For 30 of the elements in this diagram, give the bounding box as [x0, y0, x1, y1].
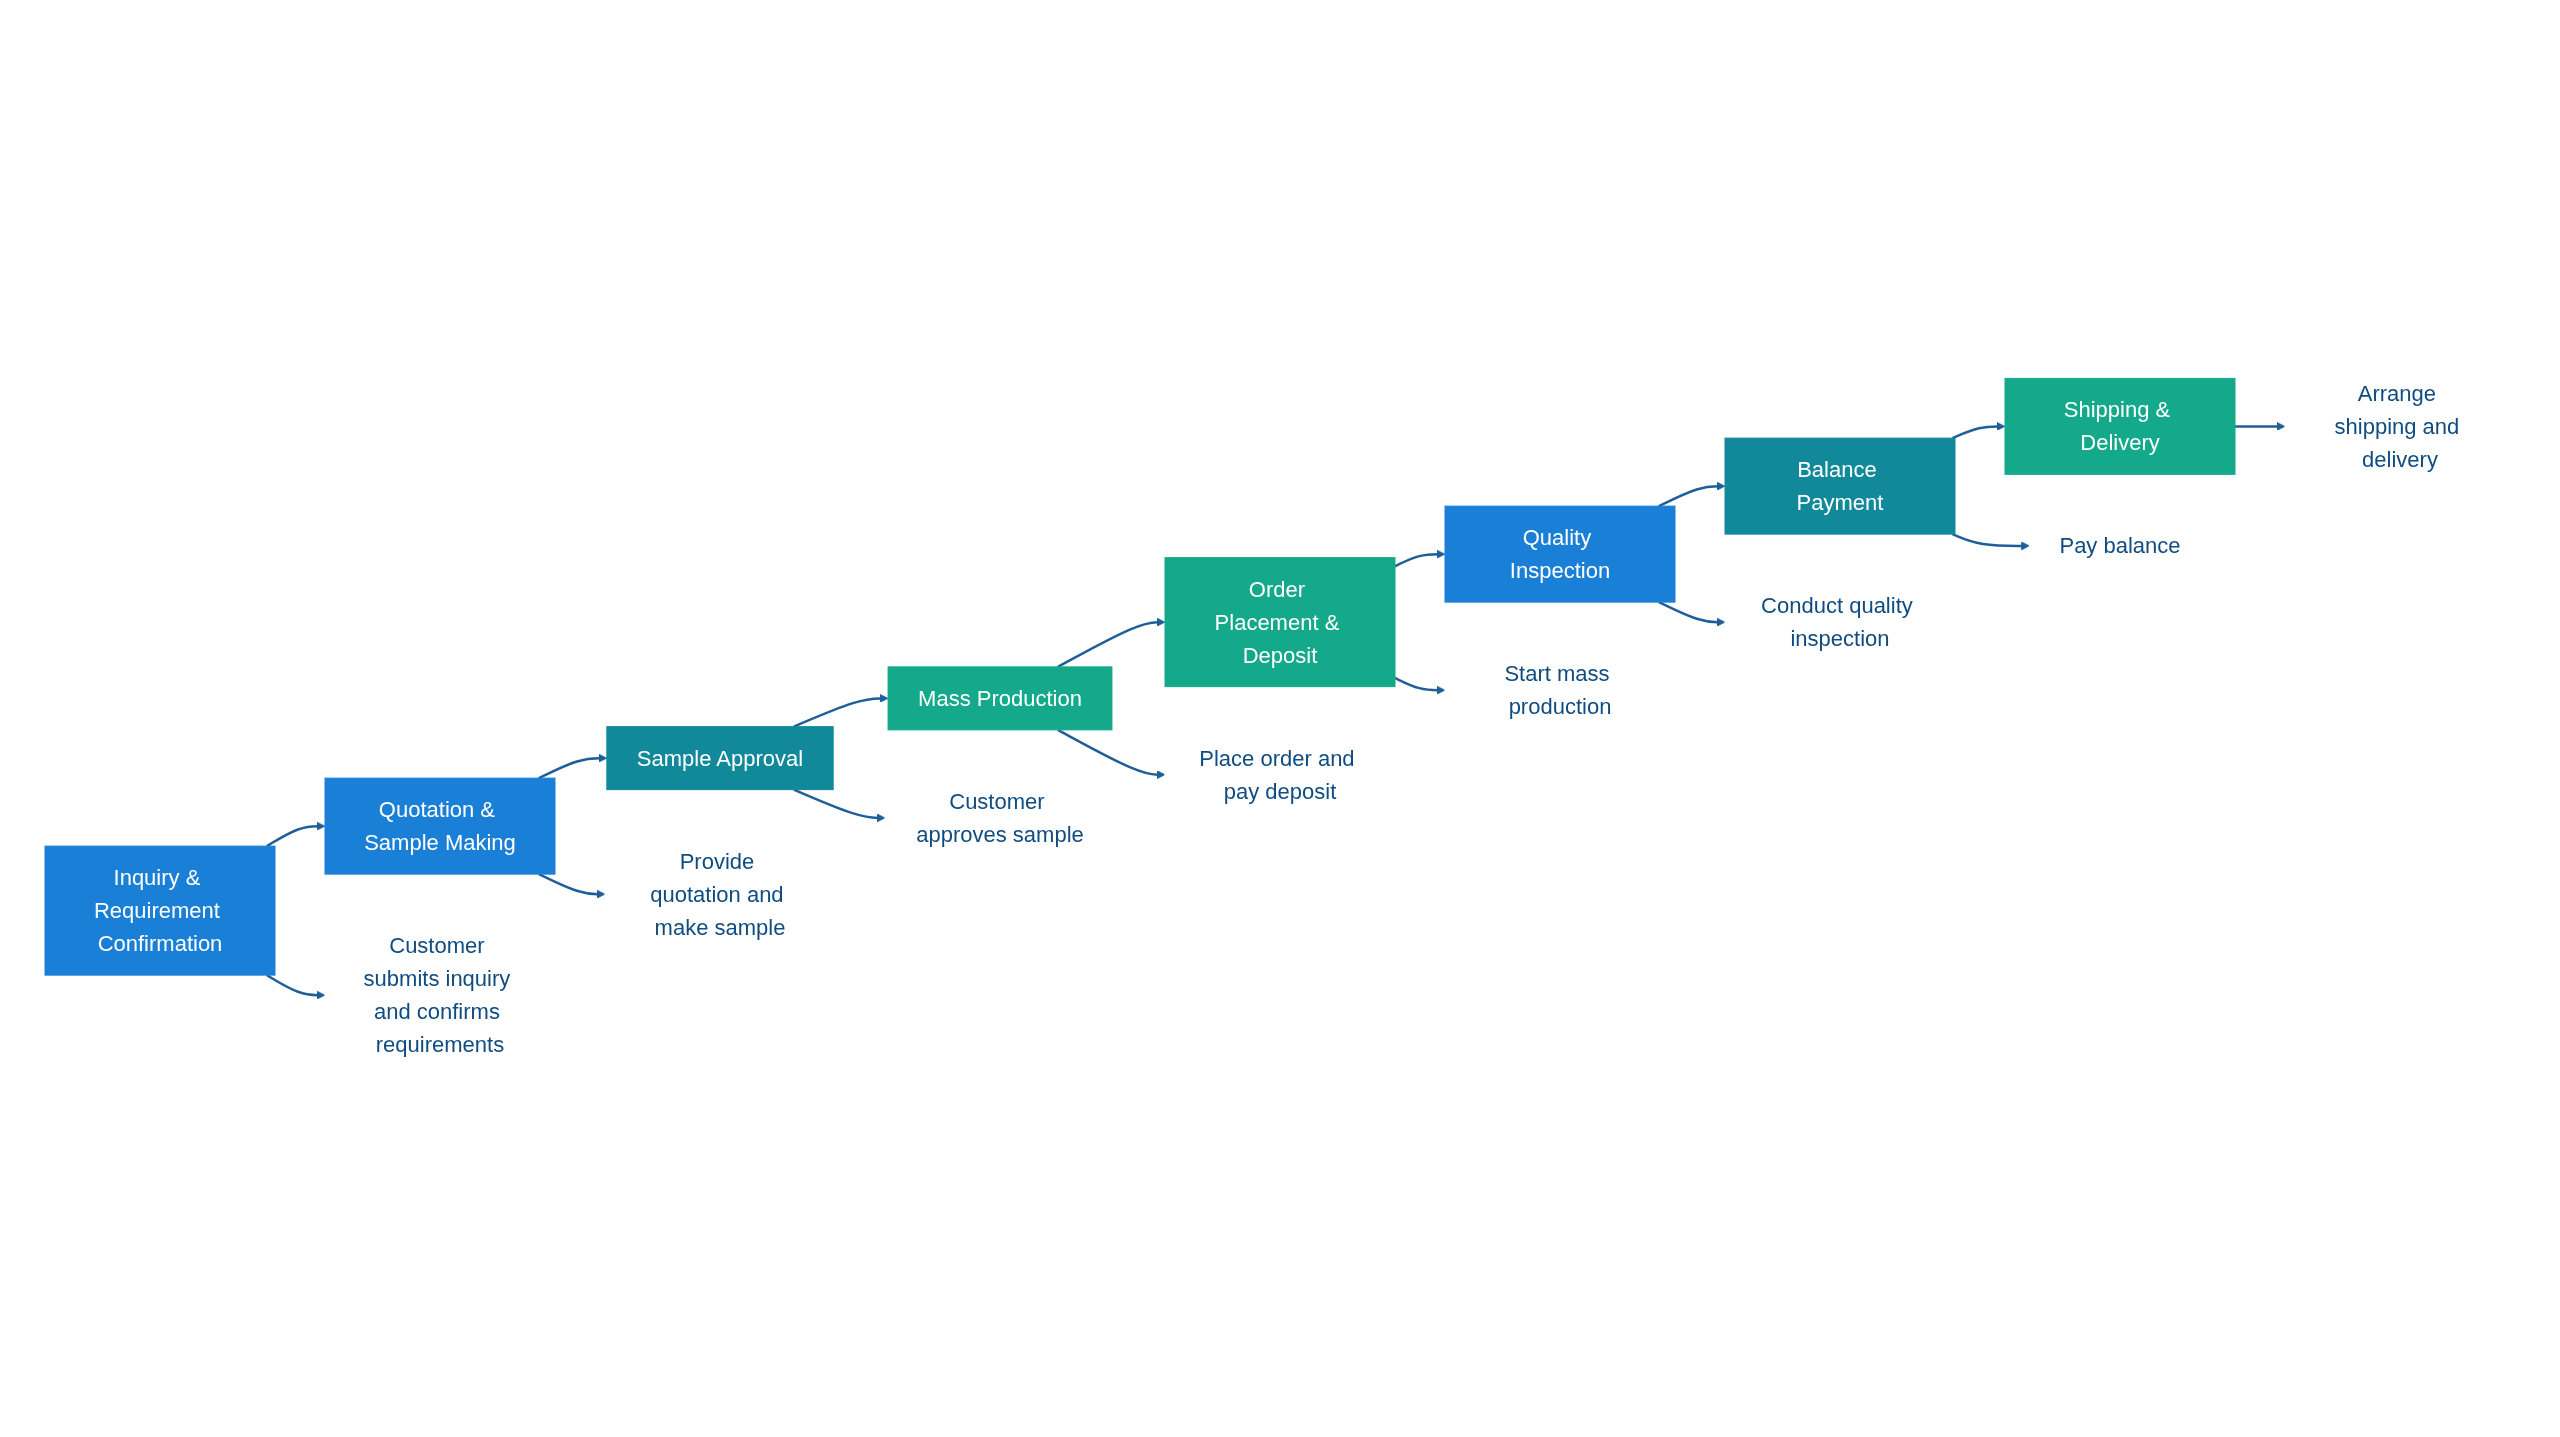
node-box: Mass Production — [887, 665, 1113, 730]
node-text: Conduct quality inspection — [1761, 592, 1913, 651]
node-text: Arrange shipping and delivery — [2334, 380, 2460, 472]
arrow — [2235, 421, 2286, 431]
node-box: Shipping & Delivery — [2004, 377, 2236, 475]
arrow — [1952, 532, 2030, 550]
node-text: Customer approves sample — [916, 788, 1084, 847]
arrow — [793, 693, 889, 728]
node-text: Provide quotation and make sample — [650, 848, 786, 940]
arrow — [538, 753, 608, 779]
node-box: Inquiry & Requirement Confirmation — [44, 845, 276, 976]
node-box: Balance Payment — [1724, 437, 1956, 535]
node-box: Sample Approval — [606, 725, 834, 790]
arrow — [1394, 676, 1446, 695]
arrow — [1057, 617, 1166, 668]
arrow — [1658, 600, 1726, 627]
arrow — [266, 973, 326, 1000]
node-box: Quotation & Sample Making — [324, 777, 556, 875]
node-text: Place order and pay deposit — [1199, 745, 1355, 804]
arrow — [266, 821, 326, 847]
node-box: Quality Inspection — [1444, 505, 1676, 603]
node-text: Customer submits inquiry and confirms requirements — [363, 932, 511, 1057]
node-text: Pay balance — [2059, 532, 2181, 558]
node-text: Start mass production — [1504, 660, 1612, 719]
arrow — [1951, 421, 2006, 439]
arrow — [538, 872, 606, 899]
arrow — [1057, 728, 1166, 779]
node-box: Order Placement & Deposit — [1164, 556, 1396, 687]
arrow — [1658, 481, 1726, 507]
arrow — [1394, 549, 1446, 567]
